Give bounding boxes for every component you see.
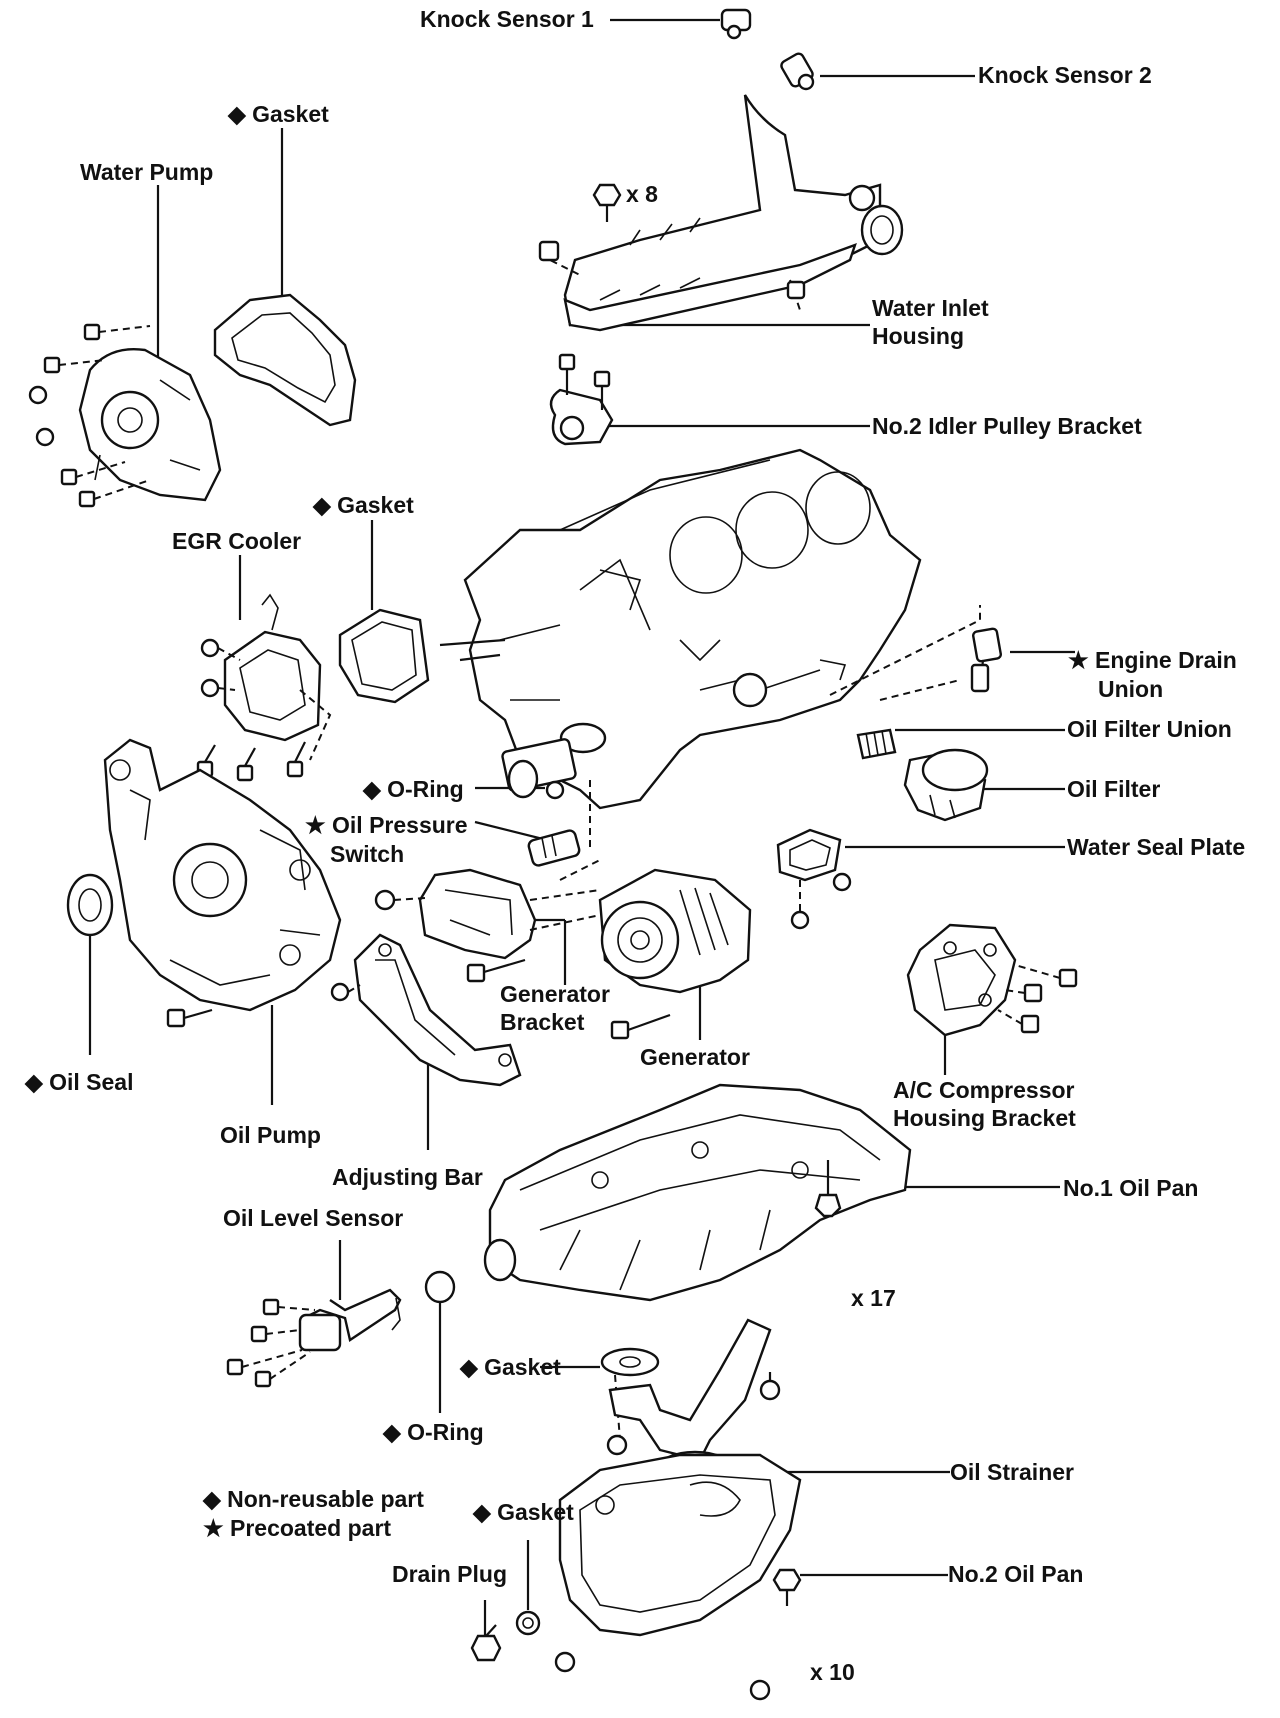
label-knock-sensor-1: Knock Sensor 1 (420, 6, 594, 32)
oil-pump-part (103, 738, 342, 1012)
label-water-inlet-housing-1: Water Inlet (872, 295, 989, 321)
label-oil-pressure-switch-1: ★ Oil Pressure (305, 812, 468, 838)
label-engine-drain-union-1: ★ Engine Drain (1068, 647, 1237, 673)
water-pump-part (78, 348, 222, 502)
oil-pump-bolt (166, 1008, 213, 1028)
water-pump-gasket-part (213, 293, 357, 427)
label-oil-filter-union: Oil Filter Union (1067, 716, 1232, 742)
label-oil-seal: ◆ Oil Seal (24, 1069, 133, 1095)
label-knock-sensor-2: Knock Sensor 2 (978, 62, 1152, 88)
label-generator-bracket-1: Generator (500, 981, 610, 1007)
label-engine-drain-union-2: Union (1098, 676, 1163, 702)
idler-pulley-bracket-part (549, 353, 614, 446)
water-pump-bolts (28, 323, 151, 508)
block-dashed-ref-bottom (559, 780, 601, 881)
label-generator: Generator (640, 1044, 750, 1070)
bolt-x8-icon (592, 183, 622, 222)
label-oil-pressure-switch-2: Switch (330, 841, 404, 867)
water-inlet-housing-part (538, 94, 904, 332)
legend-precoated: ★ Precoated part (203, 1515, 391, 1541)
oil-strainer-gasket-part (600, 1347, 660, 1456)
cylinder-block-part (439, 448, 922, 810)
label-gasket-top: ◆ Gasket (227, 101, 329, 127)
knock-sensor-1-part (720, 8, 752, 40)
label-no1-oil-pan: No.1 Oil Pan (1063, 1175, 1198, 1201)
block-dashed-ref-right (829, 605, 981, 701)
label-oil-pump: Oil Pump (220, 1122, 321, 1148)
label-drain-plug: Drain Plug (392, 1561, 507, 1587)
o-ring-lower-part (424, 1270, 456, 1304)
generator-bracket-part (374, 868, 601, 983)
oil-filter-part (903, 748, 989, 822)
drain-plug-part (470, 1624, 502, 1662)
water-seal-plate-part (776, 828, 852, 930)
label-no2-oil-pan: No.2 Oil Pan (948, 1561, 1083, 1587)
no2-oil-pan-part (558, 1453, 802, 1637)
generator-part (598, 868, 752, 1040)
oil-level-sensor-part (298, 1288, 402, 1352)
knock-sensor-2-part (780, 52, 815, 91)
label-gasket-strainer: ◆ Gasket (459, 1354, 561, 1380)
label-bolt-x10: x 10 (810, 1659, 855, 1685)
label-water-pump: Water Pump (80, 159, 213, 185)
engine-drain-union-part (970, 627, 1002, 693)
label-water-seal-plate: Water Seal Plate (1067, 834, 1245, 860)
bolt-x17-icon (814, 1160, 842, 1218)
o-ring-upper-part (545, 780, 565, 800)
ac-compressor-bracket-part (906, 923, 1078, 1037)
label-gasket-mid: ◆ Gasket (312, 492, 414, 518)
label-bolt-x8: x 8 (626, 181, 658, 207)
label-o-ring-lower: ◆ O-Ring (382, 1419, 484, 1445)
egr-cooler-part (196, 593, 332, 782)
label-generator-bracket-2: Bracket (500, 1009, 585, 1035)
label-ac-bracket-2: Housing Bracket (893, 1105, 1076, 1131)
drain-plug-gasket-part (515, 1610, 541, 1636)
legend-nonreusable: ◆ Non-reusable part (202, 1486, 424, 1512)
leader-lines (88, 18, 1075, 1640)
oil-level-sensor-bolts (226, 1298, 316, 1388)
label-adjusting-bar: Adjusting Bar (332, 1164, 483, 1190)
label-gasket-drain: ◆ Gasket (472, 1499, 574, 1525)
egr-gasket-part (338, 608, 430, 704)
no1-oil-pan-part (483, 1083, 912, 1302)
label-bolt-x17: x 17 (851, 1285, 896, 1311)
label-idler-pulley-bracket: No.2 Idler Pulley Bracket (872, 413, 1142, 439)
oil-filter-union-part (856, 728, 897, 760)
label-oil-level-sensor: Oil Level Sensor (223, 1205, 403, 1231)
label-ac-bracket-1: A/C Compressor (893, 1077, 1075, 1103)
label-egr-cooler: EGR Cooler (172, 528, 301, 554)
label-oil-filter: Oil Filter (1067, 776, 1160, 802)
bolt-x10-icon (554, 1568, 802, 1701)
labels: Knock Sensor 1 Knock Sensor 2 ◆ Gasket W… (24, 6, 1245, 1685)
oil-pressure-switch-part (527, 829, 581, 867)
label-water-inlet-housing-2: Housing (872, 323, 964, 349)
adjusting-bar-part (330, 933, 522, 1087)
label-o-ring-upper: ◆ O-Ring (362, 776, 464, 802)
label-oil-strainer: Oil Strainer (950, 1459, 1074, 1485)
oil-seal-part (66, 873, 114, 937)
